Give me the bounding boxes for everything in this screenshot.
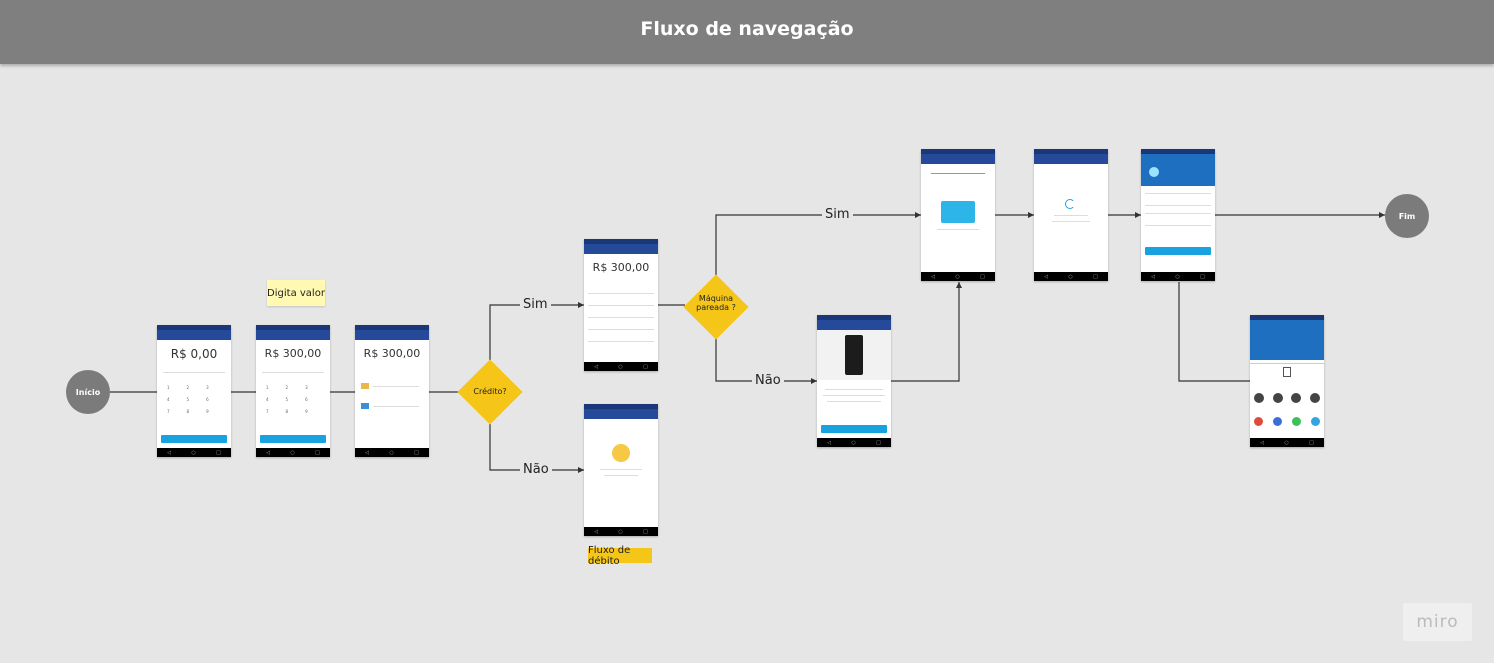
- header-bar: Fluxo de navegação: [0, 0, 1494, 64]
- screen-debit-unavailable[interactable]: ◁○□: [584, 404, 658, 536]
- edge-receipt-to-share: [1178, 282, 1250, 382]
- screen-amount-300[interactable]: R$ 300,00 123 456 789 ◁○□: [256, 325, 330, 457]
- messages-icon[interactable]: [1273, 417, 1282, 426]
- edge-machine-yes: [715, 214, 921, 275]
- confused-face-icon: [612, 444, 630, 462]
- amount-value: R$ 0,00: [170, 347, 218, 361]
- whatsapp-icon[interactable]: [1292, 417, 1301, 426]
- decision-maquina-label: Máquina pareada ?: [696, 294, 736, 312]
- card-machine-icon: [845, 335, 863, 375]
- amount-value: R$ 300,00: [264, 347, 322, 360]
- edge-pairing-to-confirm: [891, 282, 960, 382]
- amount-value: R$ 300,00: [592, 261, 650, 274]
- screen-insert-card[interactable]: ◁○□: [921, 149, 995, 281]
- contacts-row: [1254, 393, 1320, 403]
- share-icon: [1283, 367, 1291, 377]
- screen-amount-zero[interactable]: R$ 0,00 123 456 789 ◁○□: [157, 325, 231, 457]
- edge-credit-no: [489, 424, 584, 471]
- spinner-icon: [1065, 199, 1075, 209]
- avatar[interactable]: [1309, 393, 1320, 403]
- label-machine-yes: Sim: [822, 207, 853, 223]
- label-credit-yes: Sim: [520, 297, 551, 313]
- credit-card-illustration-icon: [941, 201, 975, 223]
- screen-share-receipt[interactable]: ◁○□: [1250, 315, 1324, 447]
- sticky-digita-valor: Digita valor: [267, 280, 325, 306]
- debit-card-icon: [361, 403, 369, 409]
- screen-pair-device[interactable]: ◁○□: [817, 315, 891, 447]
- avatar[interactable]: [1272, 393, 1283, 403]
- amount-value: R$ 300,00: [363, 347, 421, 360]
- credit-card-icon: [361, 383, 369, 389]
- page-title: Fluxo de navegação: [640, 18, 854, 40]
- sticky-fluxo-debito: Fluxo de débito: [588, 545, 652, 567]
- decision-credito-label: Crédito?: [473, 387, 507, 396]
- avatar[interactable]: [1254, 393, 1264, 403]
- success-check-icon: [1149, 167, 1159, 177]
- gmail-icon[interactable]: [1254, 417, 1263, 426]
- screen-installments[interactable]: R$ 300,00 ◁○□: [584, 239, 658, 371]
- share-apps-row: [1254, 417, 1320, 426]
- start-node: Início: [66, 370, 110, 414]
- label-credit-no: Não: [520, 462, 552, 478]
- edge-credit-yes: [489, 304, 584, 360]
- screen-processing[interactable]: ◁○□: [1034, 149, 1108, 281]
- label-machine-no: Não: [752, 373, 784, 389]
- screen-payment-method[interactable]: R$ 300,00 ◁○□: [355, 325, 429, 457]
- screen-receipt[interactable]: ◁○□: [1141, 149, 1215, 281]
- telegram-icon[interactable]: [1311, 417, 1320, 426]
- avatar[interactable]: [1291, 393, 1302, 403]
- end-node: Fim: [1385, 194, 1429, 238]
- miro-logo: miro: [1403, 603, 1472, 641]
